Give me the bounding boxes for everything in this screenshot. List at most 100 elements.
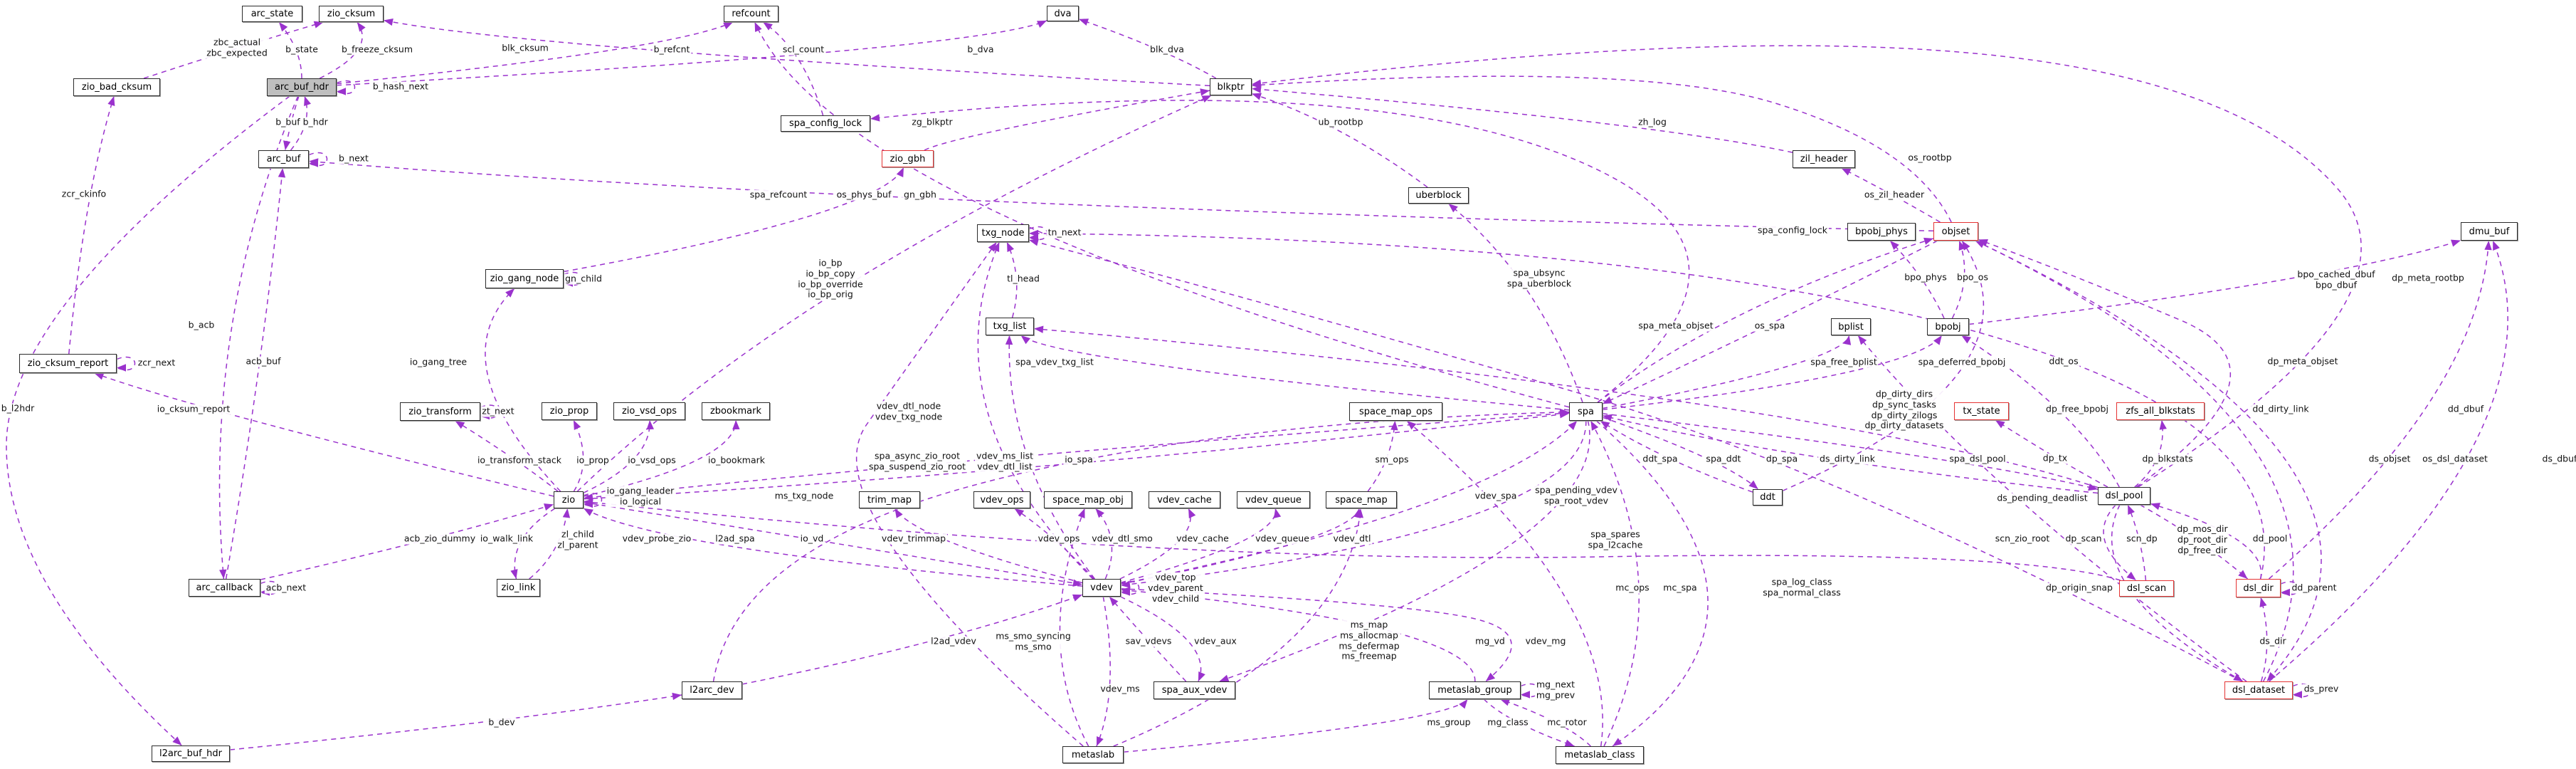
node-dsl_scan[interactable]: dsl_scan (2119, 580, 2174, 597)
node-zio_link[interactable]: zio_link (497, 579, 540, 597)
edge-arrowhead (455, 421, 465, 429)
node-zio_gbh[interactable]: zio_gbh (882, 150, 934, 167)
node-vdev_ops[interactable]: vdev_ops (973, 491, 1030, 508)
node-zio_bad_cksum[interactable]: zio_bad_cksum (73, 78, 160, 96)
node-zio_transform[interactable]: zio_transform (400, 402, 480, 421)
node-bplist[interactable]: bplist (1831, 318, 1871, 335)
edge-line (1251, 88, 1793, 153)
edge-arrowhead (896, 167, 904, 177)
node-zio[interactable]: zio (554, 491, 584, 508)
node-spa[interactable]: spa (1569, 402, 1603, 421)
edge-line (1113, 508, 1361, 747)
node-dsl_dir[interactable]: dsl_dir (2236, 579, 2281, 597)
node-vdev[interactable]: vdev (1082, 579, 1121, 597)
node-spa_aux_vdev[interactable]: spa_aux_vdev (1154, 681, 1235, 699)
node-l2arc_buf_hdr[interactable]: l2arc_buf_hdr (152, 746, 230, 762)
edge-arrowhead (1933, 335, 1942, 345)
edge-arrowhead (1390, 421, 1398, 431)
node-arc_callback[interactable]: arc_callback (189, 579, 260, 597)
edge-line (1078, 19, 1217, 79)
edge-arrowhead (1406, 421, 1417, 430)
edge-line (1119, 508, 1191, 580)
node-arc_state[interactable]: arc_state (242, 6, 302, 22)
node-refcount[interactable]: refcount (724, 6, 778, 22)
edge-line (308, 152, 328, 167)
node-uberblock[interactable]: uberblock (1408, 187, 1469, 204)
node-dsl_dataset[interactable]: dsl_dataset (2224, 681, 2293, 699)
edge-line (1123, 699, 1469, 753)
edge-arrowhead (723, 22, 734, 30)
edge-arrowhead (562, 508, 571, 518)
edge-line (1367, 420, 1396, 492)
edge-arrowhead (894, 508, 903, 518)
node-space_map_obj[interactable]: space_map_obj (1044, 491, 1132, 508)
edge-line (1995, 419, 2108, 488)
edge-arrowhead (1029, 239, 1039, 246)
node-ddt[interactable]: ddt (1753, 489, 1783, 506)
edge-line (1960, 335, 2120, 488)
edge-arrowhead (1353, 508, 1361, 518)
node-metaslab_group[interactable]: metaslab_group (1429, 681, 1521, 699)
edge-line (2268, 240, 2490, 580)
node-metaslab_class[interactable]: metaslab_class (1556, 746, 1644, 764)
node-zio_gang_node[interactable]: zio_gang_node (485, 269, 564, 288)
node-txg_list[interactable]: txg_list (986, 318, 1034, 335)
node-zio_cksum[interactable]: zio_cksum (319, 6, 384, 22)
edge-arrowhead (1485, 672, 1496, 681)
node-dmu_buf[interactable]: dmu_buf (2461, 222, 2518, 241)
edge-arrowhead (1564, 739, 1575, 747)
node-tx_state[interactable]: tx_state (1954, 402, 2009, 420)
edge-arrowhead (1600, 421, 1610, 429)
edge-line (1600, 420, 1753, 493)
node-zbookmark[interactable]: zbookmark (702, 402, 770, 420)
node-dva[interactable]: dva (1047, 6, 1079, 21)
edge-arrowhead (2493, 241, 2500, 251)
edge-line (1120, 588, 1512, 682)
edge-arrowhead (1500, 699, 1511, 706)
edge-arrowhead (1459, 699, 1468, 709)
node-zio_prop[interactable]: zio_prop (542, 402, 597, 420)
node-vdev_cache[interactable]: vdev_cache (1149, 491, 1220, 508)
edge-arrowhead (1521, 691, 1530, 699)
edge-line (894, 508, 1083, 584)
node-metaslab[interactable]: metaslab (1062, 746, 1124, 763)
node-space_map[interactable]: space_map (1326, 491, 1397, 508)
node-arc_buf[interactable]: arc_buf (258, 150, 309, 168)
node-zil_header[interactable]: zil_header (1793, 150, 1855, 168)
node-vdev_queue[interactable]: vdev_queue (1237, 491, 1310, 508)
edge-arrowhead (1037, 20, 1047, 28)
node-zfs_all_blkstats[interactable]: zfs_all_blkstats (2116, 402, 2205, 420)
node-dsl_pool[interactable]: dsl_pool (2098, 487, 2150, 505)
node-bpobj_phys[interactable]: bpobj_phys (1847, 223, 1916, 241)
node-blkptr[interactable]: blkptr (1210, 78, 1252, 95)
edge-line (68, 95, 115, 355)
edge-line (1251, 75, 1952, 223)
node-txg_node[interactable]: txg_node (977, 224, 1029, 242)
node-zio_cksum_report[interactable]: zio_cksum_report (19, 354, 117, 373)
edge-line (2103, 504, 2137, 581)
node-objset[interactable]: objset (1933, 222, 1978, 241)
edge-arrowhead (1923, 237, 1933, 245)
edge-arrowhead (1975, 241, 1985, 249)
edge-arrowhead (2126, 571, 2136, 580)
edge-line (870, 100, 1690, 403)
node-spa_config_lock[interactable]: spa_config_lock (781, 115, 870, 132)
node-trim_map[interactable]: trim_map (859, 491, 920, 508)
node-bpobj[interactable]: bpobj (1927, 318, 1969, 335)
node-l2arc_dev[interactable]: l2arc_dev (682, 681, 742, 699)
edge-line (308, 160, 1934, 232)
edge-arrowhead (1096, 736, 1104, 746)
edge-arrowhead (2088, 483, 2098, 491)
edge-line (336, 80, 356, 95)
edge-arrowhead (1748, 480, 1758, 489)
edge-arrowhead (1995, 420, 2005, 429)
node-zio_vsd_ops[interactable]: zio_vsd_ops (613, 402, 685, 420)
edge-line (1120, 580, 1140, 595)
edge-line (583, 412, 1570, 500)
edge-arrowhead (1020, 335, 1030, 345)
edge-arrowhead (260, 588, 270, 596)
edge-arrowhead (1034, 325, 1044, 333)
edge-arrowhead (1079, 19, 1089, 26)
node-space_map_ops[interactable]: space_map_ops (1349, 402, 1442, 421)
node-arc_buf_hdr[interactable]: arc_buf_hdr (267, 78, 337, 96)
